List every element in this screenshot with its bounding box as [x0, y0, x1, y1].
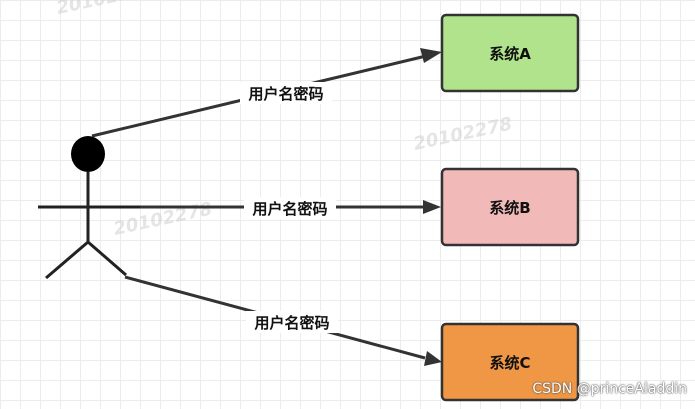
node-label: 系统C: [489, 354, 530, 372]
node-label: 系统A: [489, 45, 531, 63]
edge-label-background: [240, 82, 332, 104]
arrowhead: [420, 48, 442, 63]
watermark-top: 20102278: [55, 0, 157, 19]
node-box: [440, 167, 580, 247]
arrowhead: [423, 200, 441, 214]
node-box: [440, 13, 580, 93]
edge-label-background: [244, 197, 336, 219]
watermark-middle: 20102278: [412, 114, 514, 155]
edge-user-to-system-c: 用户名密码: [124, 275, 442, 366]
edge-label-background: [246, 311, 338, 333]
edge-user-to-system-b: 用户名密码: [92, 197, 441, 219]
node-system-b: 系统B: [440, 167, 580, 247]
actor-right-leg: [87, 240, 127, 277]
user-actor: [38, 136, 140, 280]
arrowhead: [424, 351, 442, 366]
node-system-c: 系统C: [440, 322, 580, 402]
edge-user-to-system-a: 用户名密码: [91, 48, 442, 138]
node-label: 系统B: [489, 199, 530, 217]
edge-label: 用户名密码: [248, 85, 323, 103]
edge-label: 用户名密码: [252, 200, 327, 218]
edge-label: 用户名密码: [254, 314, 329, 332]
watermark-left: 20102278: [112, 199, 214, 240]
node-system-a: 系统A: [440, 13, 580, 93]
source-credit: CSDN @princeAladdin: [532, 381, 687, 397]
actor-left-leg: [45, 240, 89, 280]
actor-head: [71, 136, 105, 172]
node-box: [440, 322, 580, 402]
